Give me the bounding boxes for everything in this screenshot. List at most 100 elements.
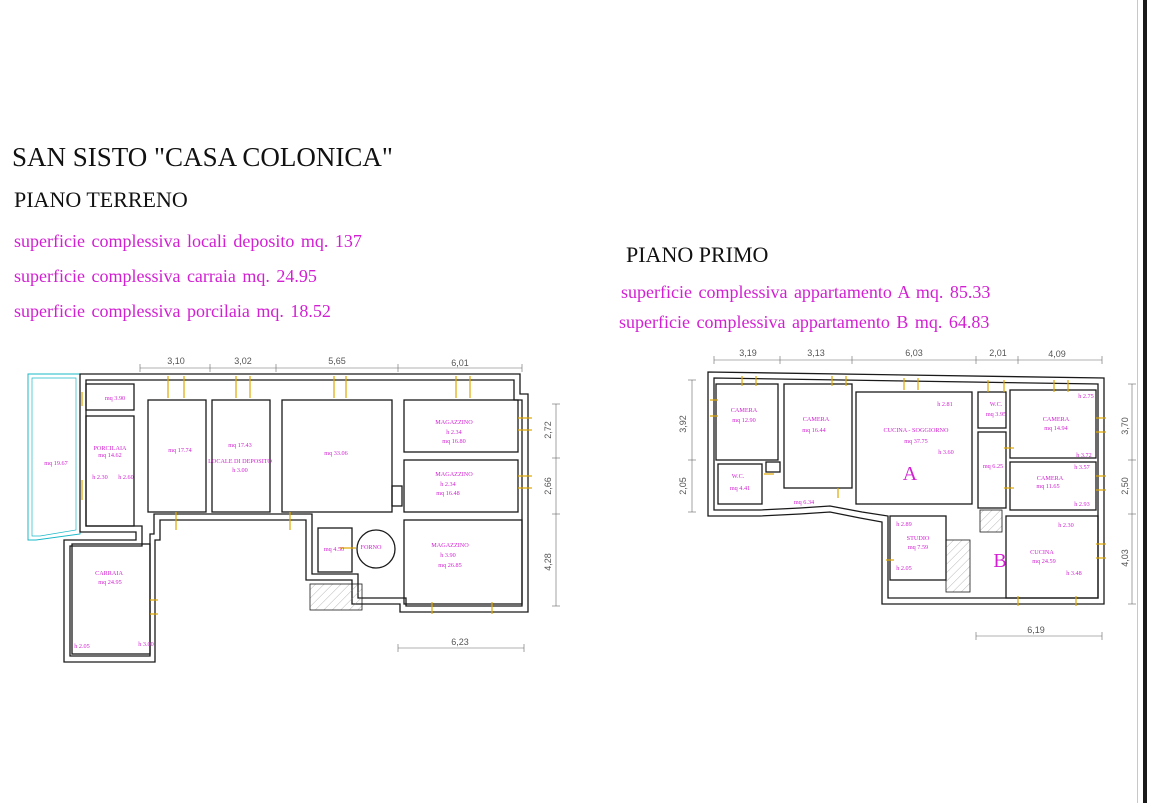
dim-top-3: 5,65 [328,356,346,366]
wc-2 [977,391,1007,429]
label-porcilaia-area: mq 14.62 [98,452,121,459]
label-apartment-a: A [903,463,918,485]
first-outer-wall [707,371,1105,605]
label-camera-1-area: mq 12.90 [732,417,755,424]
label-wc-1-area: mq 4.41 [730,485,750,492]
label-mag1: MAGAZZINO [435,419,473,426]
label-mag3-h: h 3.90 [440,552,455,559]
label-camera-4-h2: h 2.93 [1074,501,1089,508]
first-stairs-2 [979,509,1003,533]
magazzino-2 [403,459,519,513]
label-room-1774: mq 17.74 [168,447,191,454]
carraia-room [71,543,151,655]
label-camera-2-area: mq 16.44 [802,427,825,434]
label-porcilaia: PORCILAIA [93,445,127,452]
camera-3 [1009,389,1097,459]
dim-right-3: 4,28 [543,553,553,571]
label-mag3: MAGAZZINO [431,542,469,549]
label-porch-area: mq 19.67 [44,460,67,467]
label-mag1-h: h 2.34 [446,429,461,436]
dim-first-left-1: 3,92 [678,415,688,433]
magazzino-3 [403,519,523,605]
ground-floor-labels: mq 3.90 PORCILAIA mq 14.62 h 2.30 h 2.60… [44,356,553,650]
label-cucina-h1: h 2.30 [1058,522,1073,529]
document-title: SAN SISTO "CASA COLONICA" [12,142,393,172]
first-floor-plan [707,371,1105,605]
label-cucina-sogg-h2: h 3.60 [938,449,953,456]
wc-1 [717,463,763,505]
dim-first-bottom: 6,19 [1027,625,1045,635]
label-carraia-h2: h 3.00 [138,641,153,648]
first-floor-labels: CAMERA mq 12.90 CAMERA mq 16.44 h 2.81 C… [678,348,1130,635]
dim-first-right-3: 4,03 [1120,549,1130,567]
label-porcilaia-h1: h 2.30 [92,474,107,481]
label-locale-h: h 3.00 [232,467,247,474]
ground-floor-plan [27,373,529,663]
cucina-soggiorno [855,391,973,505]
label-camera-3: CAMERA [1043,416,1070,423]
dim-top-1: 3,10 [167,356,185,366]
camera-1 [715,383,779,461]
small-room [85,383,135,411]
label-mag1-area: mq 16.80 [442,438,465,445]
dim-first-right-1: 3,70 [1120,417,1130,435]
dim-first-right-2: 2,50 [1120,477,1130,495]
locale-deposito [211,399,271,513]
label-locale: LOCALE DI DEPOSITO [208,458,272,465]
dim-first-top-3: 6,03 [905,348,923,358]
label-studio-h1: h 2.89 [896,521,911,528]
label-wc-1: W.C. [732,473,745,480]
border-line [1143,0,1147,803]
forno-room [317,527,353,573]
dim-right-2: 2,66 [543,477,553,495]
label-cucina-area: mq 24.59 [1032,558,1055,565]
ground-floor-line-2: superficie complessiva carraia mq. 24.95 [14,266,317,286]
label-mag2-h: h 2.34 [440,481,455,488]
label-camera-4-area: mq 11.65 [1036,483,1059,490]
room-1774 [147,399,207,513]
ground-dimension-lines [139,364,560,652]
label-camera-3-area: mq 14.94 [1044,425,1067,432]
camera-2 [783,383,853,489]
first-floor-line-2: superficie complessiva appartamento B mq… [619,312,990,332]
label-forno-area: mq 4.50 [324,546,344,553]
ground-stairs [309,583,363,611]
ground-floor-line-1: superficie complessiva locali deposito m… [14,231,362,251]
dim-first-left-2: 2,05 [678,477,688,495]
label-studio-area: mq 7.59 [908,544,928,551]
label-cucina-sogg-h1: h 2.81 [937,401,952,408]
porch-outline [27,373,81,541]
label-carraia: CARRAIA [95,570,123,577]
label-corridor-area: mq 6.34 [794,499,814,506]
dim-right-1: 2,72 [543,421,553,439]
camera-4 [1009,461,1097,511]
label-cucina-sogg: CUCINA - SOGGIORNO [884,427,950,434]
dim-bottom: 6,23 [451,637,469,647]
label-cucina: CUCINA [1030,549,1054,556]
ground-openings [81,376,532,615]
dim-first-top-5: 4,09 [1048,349,1066,359]
label-camera-1: CAMERA [731,407,758,414]
label-cucina-sogg-area: mq 37.75 [904,438,927,445]
label-studio: STUDIO [907,535,930,542]
ground-floor-line-3: superficie complessiva porcilaia mq. 18.… [14,301,331,321]
label-camera-2: CAMERA [803,416,830,423]
label-cucina-h2: h 3.48 [1066,570,1081,577]
label-room-3306: mq 33.06 [324,450,347,457]
dim-top-2: 3,02 [234,356,252,366]
label-mag2-area: mq 16.48 [436,490,459,497]
magazzino-1 [403,399,519,453]
label-locale-area: mq 17.43 [228,442,251,449]
label-camera-4: CAMERA [1037,475,1064,482]
label-studio-h2: h 2.05 [896,565,911,572]
dim-first-top-1: 3,19 [739,348,757,358]
cucina-b [1005,515,1099,599]
label-camera-3-h1: h 2.75 [1078,393,1093,400]
label-mag3-area: mq 26.85 [438,562,461,569]
label-carraia-h1: h 2.05 [74,643,89,650]
first-stairs-1 [945,539,971,593]
label-wc-2-area: mq 3.95 [986,411,1006,418]
forno-oven [356,529,396,569]
label-porcilaia-h2: h 2.60 [118,474,133,481]
